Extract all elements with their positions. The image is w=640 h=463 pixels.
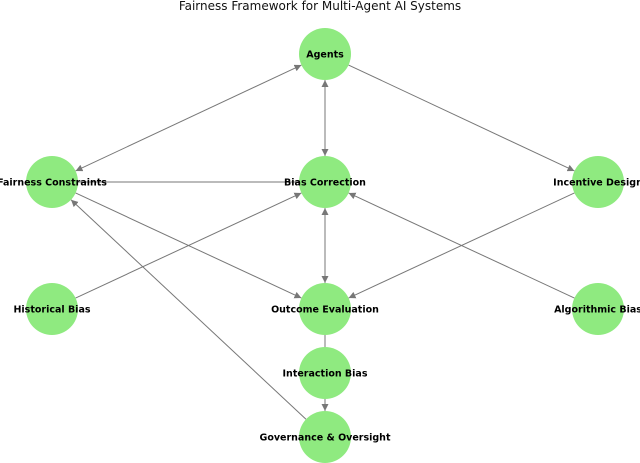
node-outcome-evaluation: Outcome Evaluation <box>271 283 379 335</box>
node-circle <box>299 28 351 80</box>
node-agents: Agents <box>299 28 351 80</box>
edge-algorithmic-bias-to-bias-correction <box>348 192 575 299</box>
node-incentive-design: Incentive Design <box>553 156 640 208</box>
node-circle <box>26 156 78 208</box>
node-circle <box>299 156 351 208</box>
node-bias-correction: Bias Correction <box>284 156 366 208</box>
node-circle <box>572 156 624 208</box>
node-label: Historical Bias <box>13 305 90 316</box>
node-circle <box>572 283 624 335</box>
node-circle <box>299 411 351 463</box>
edge-agents-to-fairness-constraints <box>75 64 302 172</box>
node-circle <box>299 347 351 399</box>
node-interaction-bias: Interaction Bias <box>283 347 368 399</box>
edge-governance-oversight-to-fairness-constraints <box>70 199 307 420</box>
node-circle <box>299 283 351 335</box>
node-label: Algorithmic Bias <box>554 305 640 316</box>
node-label: Incentive Design <box>553 178 640 189</box>
edge-historical-bias-to-bias-correction <box>75 192 302 299</box>
node-fairness-constraints: Fairness Constraints <box>0 156 107 208</box>
edge-agents-to-incentive-design <box>348 64 575 172</box>
node-governance-oversight: Governance & Oversight <box>260 411 391 463</box>
node-algorithmic-bias: Algorithmic Bias <box>554 283 640 335</box>
node-label: Outcome Evaluation <box>271 305 379 316</box>
node-label: Agents <box>306 50 344 61</box>
node-historical-bias: Historical Bias <box>13 283 91 335</box>
node-label: Governance & Oversight <box>260 433 391 444</box>
node-label: Bias Correction <box>284 178 366 189</box>
node-circle <box>26 283 78 335</box>
diagram-title: Fairness Framework for Multi-Agent AI Sy… <box>179 0 461 13</box>
node-label: Fairness Constraints <box>0 178 107 189</box>
node-label: Interaction Bias <box>283 369 368 380</box>
edges-layer <box>70 64 575 420</box>
